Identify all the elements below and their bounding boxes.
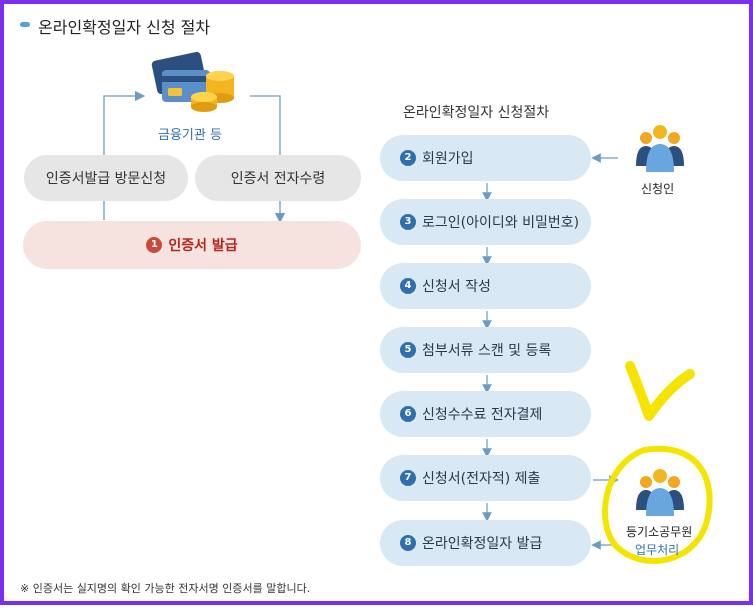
step-label: 신청서(전자적) 제출 xyxy=(422,471,541,487)
step-issue-date: 8 온라인확정일자 발급 xyxy=(380,520,591,566)
page-title: 온라인확정일자 신청 절차 xyxy=(38,18,211,37)
procedure-heading: 온라인확정일자 신청절차 xyxy=(403,105,550,121)
officer-label: 등기소공무원 xyxy=(626,525,693,539)
highlight-circle xyxy=(602,445,713,564)
step-number-badge: 1 xyxy=(146,237,163,253)
checkmark-icon xyxy=(625,361,695,421)
bank-label: 금융기관 등 xyxy=(158,128,222,143)
electronic-receive-pill: 인증서 전자수령 xyxy=(195,155,361,201)
step-number-badge: 4 xyxy=(400,278,416,294)
step-label: 첨부서류 스캔 및 등록 xyxy=(422,343,552,359)
step-label: 로그인(아이디와 비밀번호) xyxy=(422,215,580,231)
step-label: 온라인확정일자 발급 xyxy=(422,536,543,552)
card-coins-icon xyxy=(151,51,234,112)
officer-group-icon xyxy=(636,469,684,516)
applicant-group-icon xyxy=(636,125,684,172)
title-bullet-icon xyxy=(20,22,30,27)
step-number-badge: 3 xyxy=(400,214,416,230)
step-label: 신청서 작성 xyxy=(422,279,491,295)
step-write-application: 4 신청서 작성 xyxy=(380,263,591,309)
step-number-badge: 6 xyxy=(400,406,416,422)
step-label: 신청수수료 전자결제 xyxy=(422,407,543,423)
step-number-badge: 5 xyxy=(400,342,416,358)
step-number-badge: 7 xyxy=(400,470,416,486)
step-login: 3 로그인(아이디와 비밀번호) xyxy=(380,199,591,245)
step-signup: 2 회원가입 xyxy=(380,135,591,181)
officer-task-label: 업무처리 xyxy=(635,543,680,557)
step-label: 회원가입 xyxy=(422,151,474,167)
connector-layer xyxy=(103,51,713,564)
step-submit-application: 7 신청서(전자적) 제출 xyxy=(380,455,591,501)
footnote: ※ 인증서는 실지명의 확인 가능한 전자서명 인증서를 말합니다. xyxy=(20,582,311,595)
certificate-issue-label: 인증서 발급 xyxy=(168,238,238,254)
applicant-label: 신청인 xyxy=(641,182,675,196)
step-scan-attachments: 5 첨부서류 스캔 및 등록 xyxy=(380,327,591,373)
step-number-badge: 2 xyxy=(400,150,416,166)
visit-apply-pill: 인증서발급 방문신청 xyxy=(24,155,188,201)
step-number-badge: 8 xyxy=(400,535,416,551)
step-fee-payment: 6 신청수수료 전자결제 xyxy=(380,391,591,437)
certificate-issue-pill: 1 인증서 발급 xyxy=(23,221,361,269)
